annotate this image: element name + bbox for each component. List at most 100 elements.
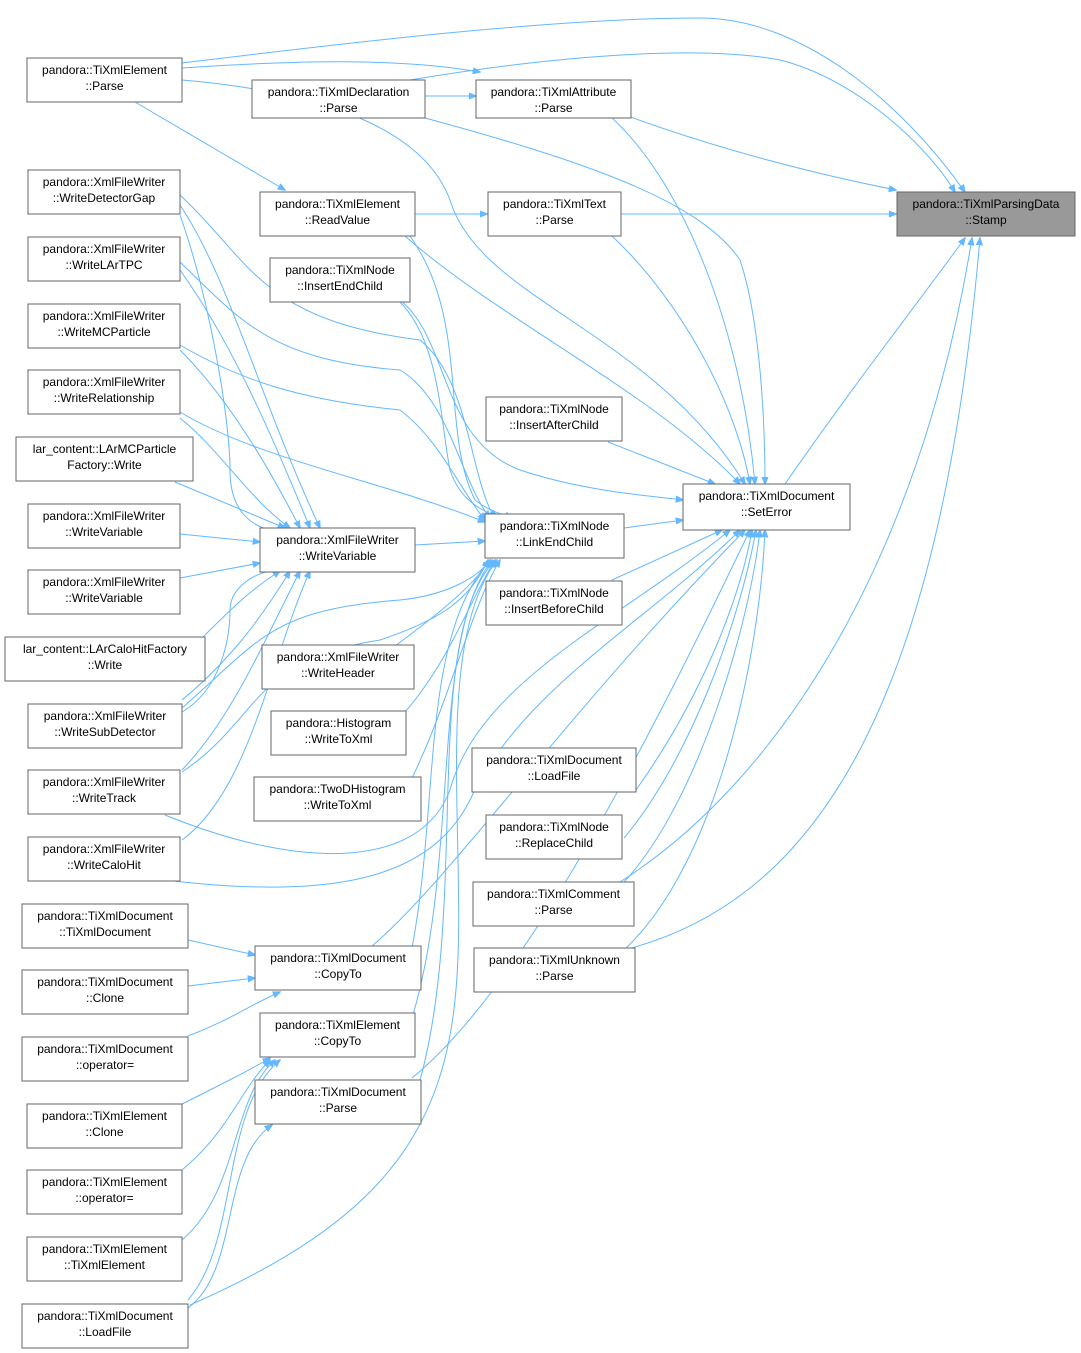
node-box <box>251 79 426 119</box>
node-text-parse[interactable]: pandora::TiXmlText::Parse <box>487 191 622 237</box>
node-label-scope: pandora::TiXmlNode <box>285 263 395 277</box>
node-label-member: ::Parse <box>534 903 572 917</box>
node-label-scope: pandora::XmlFileWriter <box>43 575 165 589</box>
node-w-rel[interactable]: pandora::XmlFileWriter::WriteRelationshi… <box>27 369 181 415</box>
node-label-scope: pandora::TwoDHistogram <box>269 782 405 796</box>
node-label-scope: pandora::XmlFileWriter <box>43 775 165 789</box>
edge-loadfile-to-seterror <box>635 530 752 791</box>
node-box <box>471 747 637 793</box>
node-label-scope: pandora::XmlFileWriter <box>43 175 165 189</box>
node-linkend[interactable]: pandora::TiXmlNode::LinkEndChild <box>484 513 625 559</box>
edge-el-parse-to-stamp <box>181 17 965 192</box>
node-decl-parse[interactable]: pandora::TiXmlDeclaration::Parse <box>251 79 426 119</box>
node-lar-calo[interactable]: lar_content::LArCaloHitFactory::Write <box>4 636 206 682</box>
node-label-scope: pandora::TiXmlDocument <box>270 1085 406 1099</box>
node-comment-parse[interactable]: pandora::TiXmlComment::Parse <box>472 881 635 927</box>
edge-lartpc-to-wv <box>179 269 310 528</box>
node-doc-assign[interactable]: pandora::TiXmlDocument::operator= <box>21 1036 189 1082</box>
node-doc-parse[interactable]: pandora::TiXmlDocument::Parse <box>254 1079 422 1125</box>
node-el-copyto[interactable]: pandora::TiXmlElement::CopyTo <box>259 1012 416 1058</box>
edge-insertafter-to-seterror <box>607 441 715 484</box>
node-insertafter[interactable]: pandora::TiXmlNode::InsertAfterChild <box>485 396 623 442</box>
node-w-mcp[interactable]: pandora::XmlFileWriter::WriteMCParticle <box>27 303 181 349</box>
node-doc-copyto[interactable]: pandora::TiXmlDocument::CopyTo <box>254 945 422 991</box>
node-box <box>27 836 181 882</box>
node-label-scope: pandora::XmlFileWriter <box>43 509 165 523</box>
edge-seterror-to-stamp <box>784 238 965 485</box>
node-el-ctor[interactable]: pandora::TiXmlElement::TiXmlElement <box>26 1236 183 1282</box>
node-label-scope: pandora::TiXmlText <box>503 197 607 211</box>
node-w-track[interactable]: pandora::XmlFileWriter::WriteTrack <box>27 769 181 815</box>
node-w-lartpc[interactable]: pandora::XmlFileWriter::WriteLArTPC <box>27 236 181 282</box>
node-label-member: ::WriteToXml <box>305 732 373 746</box>
node-label-member: ::TiXmlDocument <box>59 925 151 939</box>
node-label-scope: pandora::TiXmlAttribute <box>491 85 617 99</box>
node-label-scope: pandora::XmlFileWriter <box>43 842 165 856</box>
nodes: pandora::TiXmlParsingData::Stamppandora:… <box>4 57 1076 1349</box>
edge-readvalue-to-seterror <box>404 235 740 484</box>
node-el-assign[interactable]: pandora::TiXmlElement::operator= <box>26 1169 183 1215</box>
node-readvalue[interactable]: pandora::TiXmlElement::ReadValue <box>259 191 416 237</box>
node-label-member: ::CopyTo <box>314 1034 362 1048</box>
node-box <box>896 191 1076 237</box>
node-label-member: ::Parse <box>534 101 572 115</box>
node-attr-parse[interactable]: pandora::TiXmlAttribute::Parse <box>475 79 632 119</box>
node-stamp[interactable]: pandora::TiXmlParsingData::Stamp <box>896 191 1076 237</box>
node-label-scope: pandora::XmlFileWriter <box>277 650 399 664</box>
edge-detgap-to-wv <box>179 204 320 528</box>
edge-subdet-to-wv <box>181 571 290 701</box>
node-box <box>269 257 411 303</box>
edge-mcp-to-linkend <box>179 344 485 520</box>
edge-comment-to-stamp <box>619 238 972 883</box>
node-label-scope: pandora::TiXmlComment <box>487 887 621 901</box>
node-insertbefore[interactable]: pandora::TiXmlNode::InsertBeforeChild <box>485 580 623 626</box>
node-doc-loadfile[interactable]: pandora::TiXmlDocument::LoadFile <box>471 747 637 793</box>
edge-rel-to-wv <box>179 417 290 528</box>
node-wv-main[interactable]: pandora::XmlFileWriter::WriteVariable <box>259 527 416 573</box>
node-label-member: ::WriteCaloHit <box>67 858 141 872</box>
edge-mcp-to-wv <box>179 349 300 528</box>
node-box <box>15 436 194 482</box>
edge-subdet-to-wv-b <box>181 570 271 713</box>
node-label-scope: pandora::TiXmlNode <box>499 402 609 416</box>
node-doc-loadfile2[interactable]: pandora::TiXmlDocument::LoadFile <box>21 1303 189 1349</box>
node-w-subdet[interactable]: pandora::XmlFileWriter::WriteSubDetector <box>27 703 183 749</box>
edge-wv3-to-wv <box>179 563 260 579</box>
node-box <box>26 57 183 103</box>
edge-detgap-to-linkend <box>179 194 495 518</box>
edge-replace-to-seterror <box>623 530 756 839</box>
node-w-header[interactable]: pandora::XmlFileWriter::WriteHeader <box>261 644 415 690</box>
edge-elctor-to-elcopyto <box>181 1060 275 1241</box>
node-box <box>473 947 636 993</box>
edge-larcalo-to-wv <box>199 571 280 641</box>
node-el-clone[interactable]: pandora::TiXmlElement::Clone <box>26 1103 183 1149</box>
node-w-detgap[interactable]: pandora::XmlFileWriter::WriteDetectorGap <box>27 169 181 215</box>
node-box <box>21 969 189 1015</box>
node-box <box>4 636 206 682</box>
node-hist[interactable]: pandora::Histogram::WriteToXml <box>270 710 407 756</box>
edge-text-to-seterror <box>611 235 750 484</box>
node-doc-clone[interactable]: pandora::TiXmlDocument::Clone <box>21 969 189 1015</box>
node-insertend[interactable]: pandora::TiXmlNode::InsertEndChild <box>269 257 411 303</box>
node-unknown-parse[interactable]: pandora::TiXmlUnknown::Parse <box>473 947 636 993</box>
node-label-scope: pandora::TiXmlDocument <box>37 909 173 923</box>
node-w-calohit[interactable]: pandora::XmlFileWriter::WriteCaloHit <box>27 836 181 882</box>
node-wv2[interactable]: pandora::XmlFileWriter::WriteVariable <box>27 503 181 549</box>
node-el-parse[interactable]: pandora::TiXmlElement::Parse <box>26 57 183 103</box>
node-label-scope: pandora::TiXmlUnknown <box>489 953 620 967</box>
edge-larmcp-to-wv <box>174 481 285 528</box>
node-label-scope: pandora::TiXmlNode <box>499 586 609 600</box>
node-replace[interactable]: pandora::TiXmlNode::ReplaceChild <box>485 814 623 860</box>
node-label-scope: pandora::TiXmlElement <box>42 1242 168 1256</box>
edge-elparse-to-readvalue <box>134 101 285 190</box>
node-label-scope: pandora::TiXmlElement <box>42 1109 168 1123</box>
node-wv3[interactable]: pandora::XmlFileWriter::WriteVariable <box>27 569 181 615</box>
node-hist2d[interactable]: pandora::TwoDHistogram::WriteToXml <box>253 776 422 822</box>
node-box <box>253 776 422 822</box>
node-doc-ctor[interactable]: pandora::TiXmlDocument::TiXmlDocument <box>21 903 189 949</box>
node-box <box>27 169 181 215</box>
node-label-scope: pandora::Histogram <box>286 716 391 730</box>
node-seterror[interactable]: pandora::TiXmlDocument::SetError <box>682 483 851 531</box>
node-label-scope: pandora::TiXmlDocument <box>486 753 622 767</box>
